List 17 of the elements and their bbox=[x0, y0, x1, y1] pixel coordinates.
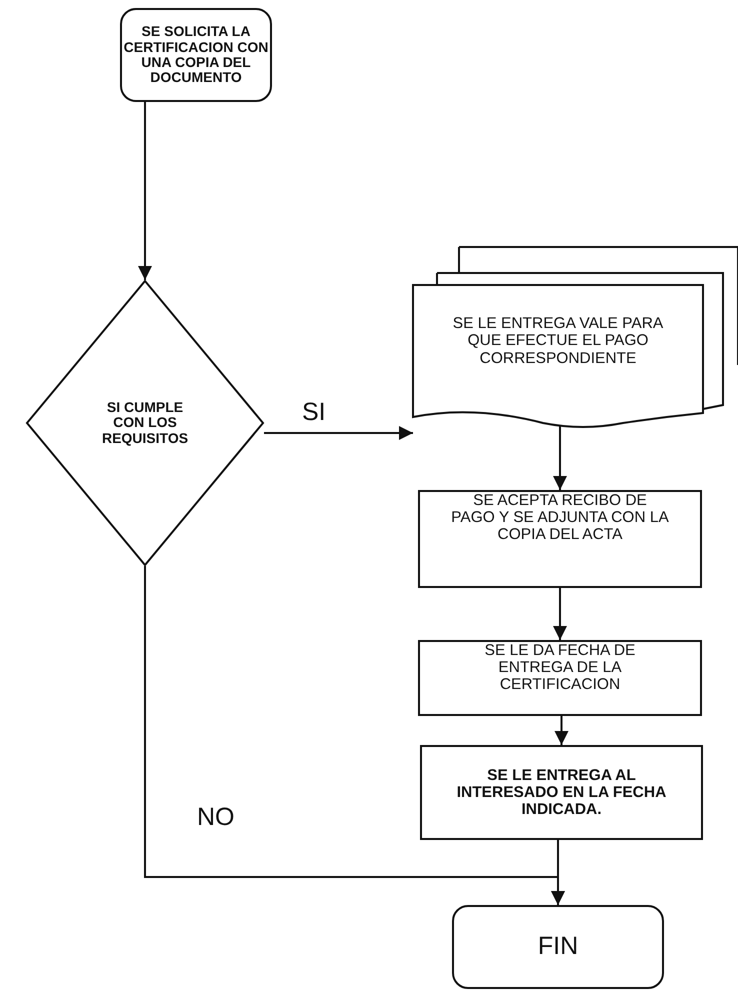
end-label: FIN bbox=[538, 933, 578, 961]
end-box bbox=[452, 905, 664, 989]
step-text: SE LE ENTREGA AL INTERESADO EN LA FECHA INDICADA. bbox=[456, 766, 668, 818]
arrow bbox=[553, 588, 567, 640]
process-box bbox=[420, 745, 703, 840]
step-text: SE LE ENTREGA VALE PARA QUE EFECTUE EL PAGO CORRESPONDIENTE bbox=[452, 315, 664, 367]
arrow bbox=[264, 426, 413, 440]
step-text: SI CUMPLE CON LOS REQUISITOS bbox=[100, 400, 190, 446]
arrow bbox=[144, 566, 565, 905]
step-text: SE SOLICITA LA CERTIFICACION CON UNA COPIA DEL DOCUMENTO bbox=[122, 24, 270, 86]
start-box bbox=[120, 8, 272, 102]
step-text: SE LE DA FECHA DE ENTREGA DE LA CERTIFICACION bbox=[484, 642, 636, 694]
arrow bbox=[554, 716, 568, 745]
arrow bbox=[138, 102, 152, 280]
process-box bbox=[418, 490, 702, 588]
process-box bbox=[418, 640, 702, 716]
step-text: SE ACEPTA RECIBO DE PAGO Y SE ADJUNTA CON LA COPIA DEL ACTA bbox=[450, 492, 670, 544]
